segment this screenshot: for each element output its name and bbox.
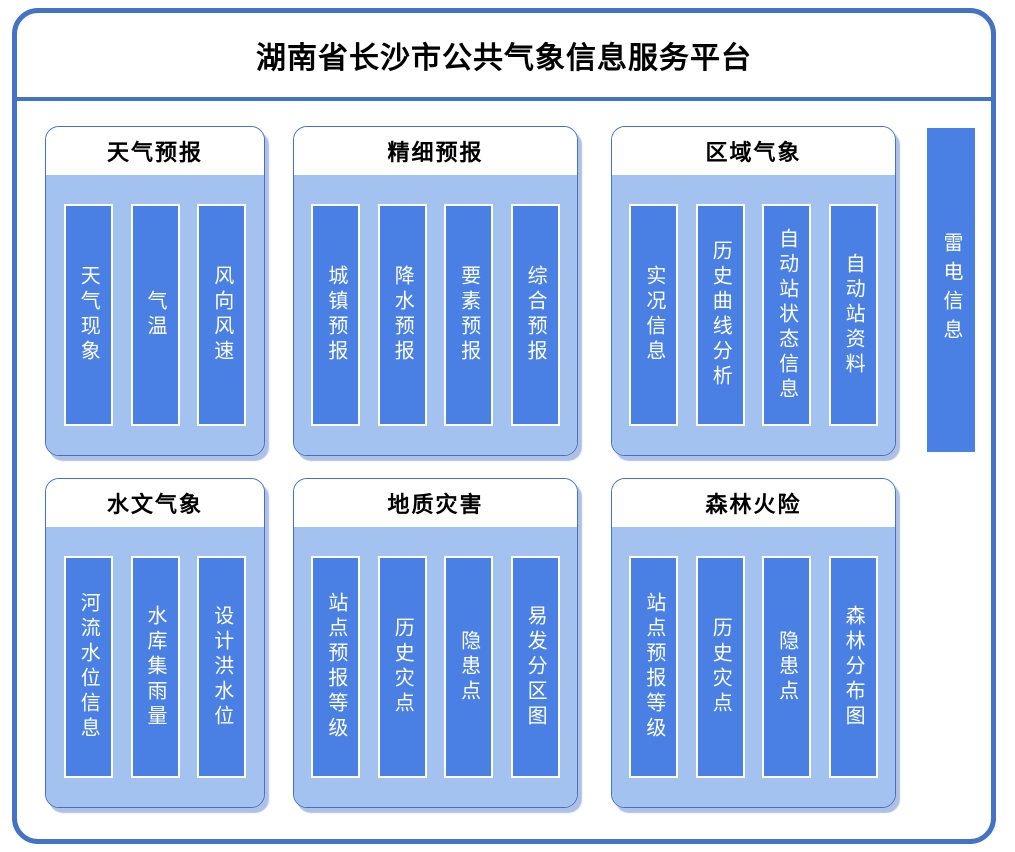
category-box-geological-hazard: 地质灾害 站点预报等级 历史灾点 隐患点 易发分区图 bbox=[293, 478, 578, 808]
item-bar-label: 实况信息 bbox=[642, 265, 665, 365]
lightning-info-bar: 雷电信息 bbox=[927, 128, 975, 452]
item-bar: 森林分布图 bbox=[828, 556, 878, 778]
lightning-info-label: 雷电信息 bbox=[940, 232, 962, 348]
category-box-forest-fire-risk: 森林火险 站点预报等级 历史灾点 隐患点 森林分布图 bbox=[611, 478, 896, 808]
item-bar-label: 站点预报等级 bbox=[324, 592, 347, 742]
item-bar-label: 隐患点 bbox=[775, 629, 798, 705]
item-bar: 天气现象 bbox=[63, 204, 113, 426]
item-bar: 河流水位信息 bbox=[63, 556, 113, 778]
item-bar: 自动站状态信息 bbox=[762, 204, 812, 426]
item-bar-label: 城镇预报 bbox=[324, 265, 347, 365]
item-bar: 实况信息 bbox=[629, 204, 679, 426]
item-bar: 气温 bbox=[130, 204, 180, 426]
item-bar: 降水预报 bbox=[377, 204, 427, 426]
item-bar-label: 森林分布图 bbox=[842, 604, 865, 730]
item-bar: 自动站资料 bbox=[828, 204, 878, 426]
category-box-weather-forecast: 天气预报 天气现象 气温 风向风速 bbox=[45, 126, 265, 456]
category-body: 实况信息 历史曲线分析 自动站状态信息 自动站资料 bbox=[612, 175, 895, 455]
category-box-fine-forecast: 精细预报 城镇预报 降水预报 要素预报 综合预报 bbox=[293, 126, 578, 456]
item-bar-label: 降水预报 bbox=[391, 265, 414, 365]
item-bar: 站点预报等级 bbox=[629, 556, 679, 778]
platform-frame: 湖南省长沙市公共气象信息服务平台 天气预报 天气现象 气温 风向风速 精细预报 … bbox=[12, 8, 996, 844]
item-bar: 设计洪水位 bbox=[197, 556, 247, 778]
item-bar-label: 河流水位信息 bbox=[77, 592, 100, 742]
item-bar: 历史灾点 bbox=[695, 556, 745, 778]
item-bar-label: 历史曲线分析 bbox=[709, 240, 732, 390]
item-bar: 历史曲线分析 bbox=[695, 204, 745, 426]
category-title: 水文气象 bbox=[46, 479, 264, 527]
item-bar-label: 自动站资料 bbox=[842, 252, 865, 378]
item-bar-label: 综合预报 bbox=[524, 265, 547, 365]
category-body: 河流水位信息 水库集雨量 设计洪水位 bbox=[46, 527, 264, 807]
category-title: 地质灾害 bbox=[294, 479, 577, 527]
item-bar-label: 风向风速 bbox=[210, 265, 233, 365]
item-bar-label: 设计洪水位 bbox=[210, 604, 233, 730]
item-bar: 综合预报 bbox=[510, 204, 560, 426]
category-title: 天气预报 bbox=[46, 127, 264, 175]
item-bar: 站点预报等级 bbox=[311, 556, 361, 778]
category-body: 天气现象 气温 风向风速 bbox=[46, 175, 264, 455]
item-bar: 水库集雨量 bbox=[130, 556, 180, 778]
item-bar-label: 自动站状态信息 bbox=[775, 227, 798, 403]
category-box-regional-weather: 区域气象 实况信息 历史曲线分析 自动站状态信息 自动站资料 bbox=[611, 126, 896, 456]
category-box-hydrological-weather: 水文气象 河流水位信息 水库集雨量 设计洪水位 bbox=[45, 478, 265, 808]
category-title: 精细预报 bbox=[294, 127, 577, 175]
item-bar: 隐患点 bbox=[444, 556, 494, 778]
category-title: 区域气象 bbox=[612, 127, 895, 175]
item-bar: 易发分区图 bbox=[510, 556, 560, 778]
category-body: 城镇预报 降水预报 要素预报 综合预报 bbox=[294, 175, 577, 455]
category-body: 站点预报等级 历史灾点 隐患点 森林分布图 bbox=[612, 527, 895, 807]
item-bar-label: 气温 bbox=[144, 290, 166, 340]
title-area: 湖南省长沙市公共气象信息服务平台 bbox=[17, 13, 991, 97]
title-divider bbox=[17, 97, 991, 101]
page-title: 湖南省长沙市公共气象信息服务平台 bbox=[256, 42, 752, 75]
item-bar-label: 隐患点 bbox=[457, 629, 480, 705]
item-bar-label: 历史灾点 bbox=[709, 617, 732, 717]
item-bar-label: 天气现象 bbox=[77, 265, 100, 365]
item-bar-label: 站点预报等级 bbox=[642, 592, 665, 742]
item-bar: 城镇预报 bbox=[311, 204, 361, 426]
category-title: 森林火险 bbox=[612, 479, 895, 527]
item-bar-label: 历史灾点 bbox=[391, 617, 414, 717]
item-bar: 历史灾点 bbox=[377, 556, 427, 778]
item-bar-label: 易发分区图 bbox=[524, 604, 547, 730]
category-body: 站点预报等级 历史灾点 隐患点 易发分区图 bbox=[294, 527, 577, 807]
item-bar-label: 水库集雨量 bbox=[144, 604, 166, 730]
item-bar: 风向风速 bbox=[197, 204, 247, 426]
item-bar-label: 要素预报 bbox=[457, 265, 480, 365]
item-bar: 隐患点 bbox=[762, 556, 812, 778]
item-bar: 要素预报 bbox=[444, 204, 494, 426]
